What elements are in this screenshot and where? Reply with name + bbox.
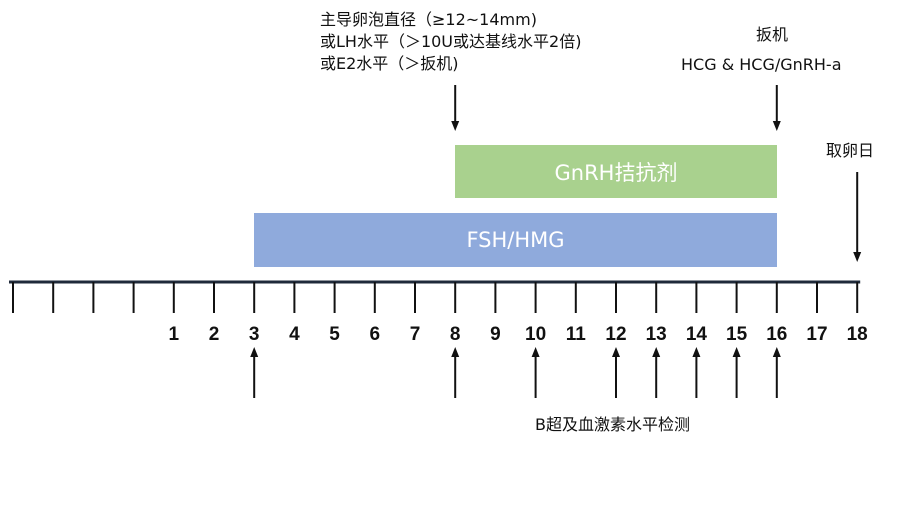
arrow-head-icon	[652, 347, 661, 357]
day-label: 14	[685, 324, 707, 345]
day-label: 5	[329, 324, 340, 345]
day-label: 3	[248, 324, 260, 345]
trigger-drugs: HCG & HCG/GnRH-a	[681, 55, 842, 74]
day-label: 4	[289, 324, 300, 345]
day-label: 16	[766, 324, 788, 345]
arrow-head-icon	[692, 347, 701, 357]
arrow-head-icon	[612, 347, 620, 357]
arrow-head-icon	[451, 121, 460, 131]
fsh-hmg-bar: FSH/HMG	[254, 213, 777, 267]
arrow-head-icon	[772, 347, 781, 357]
criteria-line: 或E2水平（＞扳机)	[320, 54, 459, 73]
retrieval-day-label: 取卵日	[826, 141, 875, 160]
criteria-text: 主导卵泡直径（≥12~14mm) 或LH水平（＞10U或达基线水平2倍) 或E2…	[320, 9, 581, 75]
arrow-head-icon	[250, 347, 259, 357]
day-label: 7	[409, 324, 421, 345]
gnrh-antagonist-bar: GnRH拮抗剂	[455, 145, 777, 198]
arrow-head-icon	[531, 347, 540, 357]
arrow-head-icon	[732, 347, 741, 357]
criteria-line: 或LH水平（＞10U或达基线水平2倍)	[320, 32, 582, 51]
gnrh-bar-label: GnRH拮抗剂	[554, 160, 678, 185]
day-label: 2	[208, 324, 220, 345]
day-label: 15	[726, 324, 748, 345]
arrow-head-icon	[451, 347, 460, 357]
day-label: 1	[168, 324, 180, 345]
arrow-head-icon	[772, 121, 781, 131]
day-label: 13	[645, 324, 667, 345]
monitoring-label: B超及血激素水平检测	[535, 415, 690, 434]
day-label: 18	[846, 324, 868, 345]
fsh-bar-label: FSH/HMG	[466, 228, 565, 252]
day-label: 11	[565, 324, 586, 345]
criteria-line: 主导卵泡直径（≥12~14mm)	[320, 10, 537, 29]
trigger-title: 扳机	[756, 25, 789, 44]
day-label: 6	[369, 324, 381, 345]
day-label: 17	[806, 324, 828, 345]
day-label: 10	[525, 324, 547, 345]
day-label: 9	[490, 324, 501, 345]
arrow-head-icon	[853, 252, 862, 262]
day-label: 12	[605, 324, 627, 345]
day-label: 8	[449, 324, 461, 345]
